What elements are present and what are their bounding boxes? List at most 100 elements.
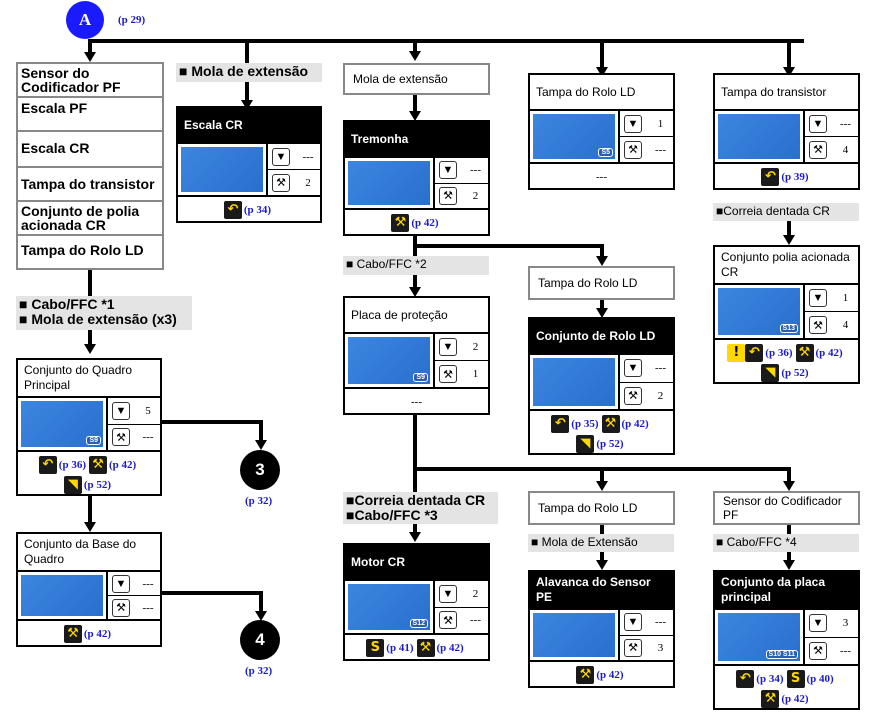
reassembly-icon: ↶ xyxy=(38,456,57,475)
page-ref-link[interactable]: (p 36) xyxy=(765,347,793,359)
page-ref-link[interactable]: (p 42) xyxy=(83,628,112,640)
tag-placa: ■ Cabo/FFC *4 xyxy=(713,534,859,552)
page-ref-link[interactable]: (p 42) xyxy=(411,217,439,229)
wrench-count: 4 xyxy=(842,319,849,331)
page-ref-link[interactable]: (p 52) xyxy=(781,367,809,379)
page-ref-link[interactable]: (p 52) xyxy=(596,438,624,450)
page-ref-link[interactable]: (p 42) xyxy=(781,693,809,705)
connector-4[interactable]: 4 xyxy=(240,620,280,660)
page-ref-link[interactable]: (p 34) xyxy=(756,673,784,685)
screw-icon: ▼ xyxy=(809,614,827,633)
wrench-icon: ⚒ xyxy=(112,598,130,617)
page-ref-link[interactable]: (p 35) xyxy=(571,418,599,430)
cable-routing-icon: S xyxy=(366,639,385,658)
page-ref-link[interactable]: (p 42) xyxy=(815,347,843,359)
screw-count: --- xyxy=(470,164,481,177)
connector-3-page-ref[interactable]: (p 32) xyxy=(245,495,273,507)
screw-icon: ▼ xyxy=(112,401,130,420)
page-ref-link[interactable]: (p 42) xyxy=(109,459,137,471)
reassembly-icon: ↶ xyxy=(745,344,764,363)
wrench-icon: ⚒ xyxy=(624,386,642,405)
connector-4-page-ref[interactable]: (p 32) xyxy=(245,665,273,677)
card-tremonha[interactable]: Tremonha▼---⚒2⚒(p 42) xyxy=(343,120,490,236)
cable-routing-icon: S xyxy=(786,670,805,689)
card-alavanca-sensor-pe[interactable]: Alavanca do Sensor PE▼---⚒3⚒(p 42) xyxy=(528,570,675,688)
tag-text: Cabo/FFC *1 xyxy=(31,296,115,312)
wrench-icon: ⚒ xyxy=(439,611,457,630)
page-ref-link[interactable]: (p 39) xyxy=(781,171,809,183)
wrench-icon: ⚒ xyxy=(439,186,457,205)
part-photo: S13 xyxy=(715,285,805,338)
list-item: Conjunto de polia acionada CR xyxy=(18,202,162,236)
start-connector-a[interactable]: A xyxy=(66,1,104,39)
wrench-icon: ⚒ xyxy=(624,638,642,657)
page-ref-link[interactable]: (p 52) xyxy=(83,479,112,491)
card-conjunto-rolo-ld[interactable]: Conjunto de Rolo LD▼---⚒2↶(p 35)⚒(p 42)◥… xyxy=(528,317,675,455)
part-photo xyxy=(178,144,268,195)
card-tampa-transistor[interactable]: Tampa do transistor▼---⚒4↶(p 39) xyxy=(713,73,860,190)
screw-type-badge: S13 xyxy=(779,324,798,333)
part-photo xyxy=(530,610,620,660)
screw-icon: ▼ xyxy=(439,338,457,356)
screw-icon: ▼ xyxy=(809,289,827,307)
screw-count: 2 xyxy=(472,341,479,353)
wrench-icon: ⚒ xyxy=(439,365,457,383)
start-page-ref[interactable]: (p 29) xyxy=(118,14,146,26)
wrench-icon: ⚒ xyxy=(416,639,435,658)
screw-count: 5 xyxy=(145,404,151,417)
list-item: Tampa do transistor xyxy=(18,168,162,202)
screw-icon: ▼ xyxy=(624,359,642,378)
no-reference: --- xyxy=(596,171,607,183)
screw-icon: ▼ xyxy=(624,114,642,133)
card-conjunto-base-quadro[interactable]: Conjunto da Base do Quadro▼---⚒---⚒(p 42… xyxy=(16,532,162,647)
wrench-icon: ⚒ xyxy=(576,666,595,685)
reassembly-icon: ↶ xyxy=(761,168,780,187)
screw-icon: ▼ xyxy=(439,584,457,603)
card-title: Conjunto de Rolo LD xyxy=(530,319,673,355)
caution-icon: ! xyxy=(727,344,746,363)
reassembly-icon: ↶ xyxy=(223,201,242,220)
screw-icon: ▼ xyxy=(624,613,642,632)
screw-count: --- xyxy=(655,616,666,629)
card-title: Conjunto polia acionada CR xyxy=(715,247,858,285)
card-title: Tremonha xyxy=(345,122,488,158)
wrench-count: 1 xyxy=(472,368,479,380)
reassembly-icon: ↶ xyxy=(736,670,755,689)
wrench-count: 2 xyxy=(305,176,311,189)
screw-count: --- xyxy=(840,117,851,130)
connector-3[interactable]: 3 xyxy=(240,450,280,490)
page-ref-link[interactable]: (p 41) xyxy=(386,642,414,654)
tag-correia: ■Correia dentada CR xyxy=(713,203,859,221)
wrench-icon: ⚒ xyxy=(391,214,410,233)
page-ref-link[interactable]: (p 42) xyxy=(621,418,649,430)
card-title: Tampa do transistor xyxy=(715,75,858,111)
removed-parts-list: Sensor do Codificador PF Escala PF Escal… xyxy=(16,62,164,270)
part-photo: S12 xyxy=(345,581,435,633)
list-item: Sensor do Codificador PF xyxy=(18,64,162,98)
box-tampa-rolo-ld: Tampa do Rolo LD xyxy=(528,266,675,300)
page-ref-link[interactable]: (p 34) xyxy=(243,204,272,216)
wrench-count: --- xyxy=(142,601,154,614)
page-ref-link[interactable]: (p 42) xyxy=(436,642,464,654)
page-ref-link[interactable]: (p 42) xyxy=(596,669,624,681)
screw-icon: ▼ xyxy=(272,147,290,166)
part-photo xyxy=(18,572,108,619)
wrench-icon: ⚒ xyxy=(89,456,107,475)
page-ref-link[interactable]: (p 40) xyxy=(806,673,834,685)
wrench-icon: ⚒ xyxy=(809,140,827,159)
card-escala-cr[interactable]: Escala CR▼---⚒2↶(p 34) xyxy=(176,106,322,223)
part-photo: S10 S11 xyxy=(715,610,805,664)
tag-alavanca: ■ Mola de Extensão xyxy=(528,534,674,552)
part-photo: S9 xyxy=(18,398,108,450)
screw-type-badge: S10 S11 xyxy=(765,650,798,659)
page-ref-link[interactable]: (p 36) xyxy=(58,459,86,471)
screw-count: --- xyxy=(655,362,666,375)
wrench-count: --- xyxy=(655,143,666,156)
tag-motor: ■Correia dentada CR ■Cabo/FFC *3 xyxy=(343,492,498,524)
